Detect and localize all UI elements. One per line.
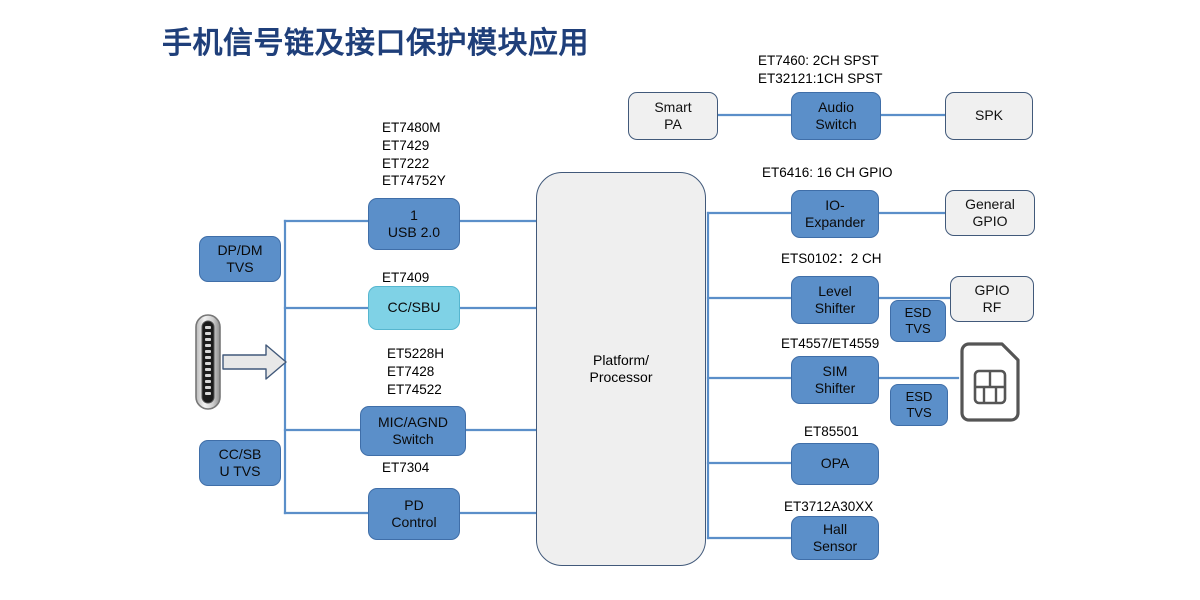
node-label-line: RF	[982, 299, 1002, 315]
node-cc-sbu[interactable]: CC/SBU	[368, 286, 460, 330]
node-label-line: General	[965, 195, 1015, 212]
node-label-line: Level	[818, 282, 852, 299]
node-label-line: USB 2.0	[387, 224, 441, 240]
caption-line: ET7304	[382, 460, 430, 475]
node-label-line: Expander	[805, 214, 865, 230]
node-cc-sbu-tvs[interactable]: CC/SB U TVS	[199, 440, 281, 486]
node-label-line: Control	[391, 514, 437, 530]
node-label-line: 1	[410, 206, 418, 223]
node-label-line: Shifter	[814, 380, 856, 396]
caption-line: ET74752Y	[382, 173, 446, 189]
caption-level-shifter: ETS0102：2 CH	[781, 250, 882, 268]
caption-opa: ET85501	[804, 423, 859, 441]
caption-line: ET6416: 16 CH GPIO	[762, 165, 893, 180]
node-label-line: DP/DM	[217, 241, 263, 258]
node-label-line: GPIO	[972, 213, 1008, 229]
caption-line: ET7429	[382, 137, 430, 153]
caption-hall-sensor: ET3712A30XX	[784, 498, 873, 516]
caption-line: ET3712A30XX	[784, 499, 874, 514]
node-label-line: Processor	[589, 369, 653, 385]
node-label-line: TVS	[905, 321, 931, 336]
node-esd-tvs-gpio[interactable]: ESD TVS	[890, 300, 946, 342]
node-label-line: TVS	[906, 405, 932, 420]
node-label-line: Switch	[392, 431, 434, 447]
caption-line: ET7480M	[382, 120, 441, 135]
node-label-line: CC/SB	[218, 445, 262, 462]
node-label-line: Sensor	[812, 538, 858, 554]
node-level-shifter[interactable]: Level Shifter	[791, 276, 879, 324]
node-gpio-rf[interactable]: GPIO RF	[950, 276, 1034, 322]
node-platform-processor[interactable]: Platform/ Processor	[536, 172, 706, 566]
node-opa[interactable]: OPA	[791, 443, 879, 485]
caption-line: ET32121:1CH SPST	[758, 70, 883, 86]
node-label-line: Shifter	[814, 300, 856, 316]
node-label-line: PA	[664, 116, 682, 132]
node-smart-pa[interactable]: Smart PA	[628, 92, 718, 140]
caption-line: ET74522	[387, 381, 442, 397]
caption-line: ETS0102：2 CH	[781, 251, 882, 266]
node-label-line: U TVS	[219, 463, 261, 479]
right-arrow-icon	[222, 344, 287, 380]
node-label-line: Smart	[654, 98, 692, 115]
node-label-line: MIC/AGND	[378, 413, 448, 430]
caption-pd-control: ET7304	[382, 459, 429, 477]
caption-line: ET7428	[387, 363, 435, 379]
node-hall-sensor[interactable]: Hall Sensor	[791, 516, 879, 560]
node-label-line: Hall	[822, 520, 848, 537]
node-label-line: GPIO	[974, 281, 1010, 298]
caption-audio-switch: ET7460: 2CH SPST ET32121:1CH SPST	[758, 52, 883, 88]
page-title: 手机信号链及接口保护模块应用	[162, 27, 589, 60]
caption-line: ET4557/ET4559	[781, 336, 880, 351]
caption-mic-agnd: ET5228H ET7428 ET74522	[387, 345, 444, 398]
node-usb20[interactable]: 1 USB 2.0	[368, 198, 460, 250]
sim-card-icon	[960, 342, 1020, 422]
node-label-line: IO-	[825, 196, 845, 213]
caption-usb20: ET7480M ET7429 ET7222 ET74752Y	[382, 119, 446, 190]
caption-sim-shifter: ET4557/ET4559	[781, 335, 879, 353]
node-label-line: ESD	[905, 388, 933, 404]
caption-line: ET7460: 2CH SPST	[758, 53, 879, 68]
node-pd-control[interactable]: PD Control	[368, 488, 460, 540]
node-io-expander[interactable]: IO- Expander	[791, 190, 879, 238]
caption-cc-sbu: ET7409	[382, 269, 429, 287]
node-label-line: SPK	[974, 107, 1003, 124]
node-esd-tvs-sim[interactable]: ESD TVS	[890, 384, 948, 426]
node-sim-shifter[interactable]: SIM Shifter	[791, 356, 879, 404]
caption-line: ET85501	[804, 424, 859, 439]
node-mic-agnd-switch[interactable]: MIC/AGND Switch	[360, 406, 466, 456]
caption-line: ET7409	[382, 270, 430, 285]
node-label-line: SIM	[822, 362, 848, 379]
node-general-gpio[interactable]: General GPIO	[945, 190, 1035, 236]
node-label-line: Platform/	[592, 351, 649, 368]
node-label-line: Switch	[815, 116, 857, 132]
node-label-line: PD	[404, 496, 424, 513]
node-spk[interactable]: SPK	[945, 92, 1033, 140]
node-dp-dm-tvs[interactable]: DP/DM TVS	[199, 236, 281, 282]
node-label-line: OPA	[820, 455, 850, 472]
node-label-line: Audio	[818, 98, 854, 115]
caption-line: ET5228H	[387, 346, 445, 361]
node-label-line: TVS	[226, 259, 254, 275]
caption-io-expander: ET6416: 16 CH GPIO	[762, 164, 893, 182]
node-label-line: CC/SBU	[387, 299, 441, 316]
node-audio-switch[interactable]: Audio Switch	[791, 92, 881, 140]
caption-line: ET7222	[382, 155, 430, 171]
usb-c-connector-icon	[195, 314, 221, 410]
node-label-line: ESD	[904, 304, 932, 320]
